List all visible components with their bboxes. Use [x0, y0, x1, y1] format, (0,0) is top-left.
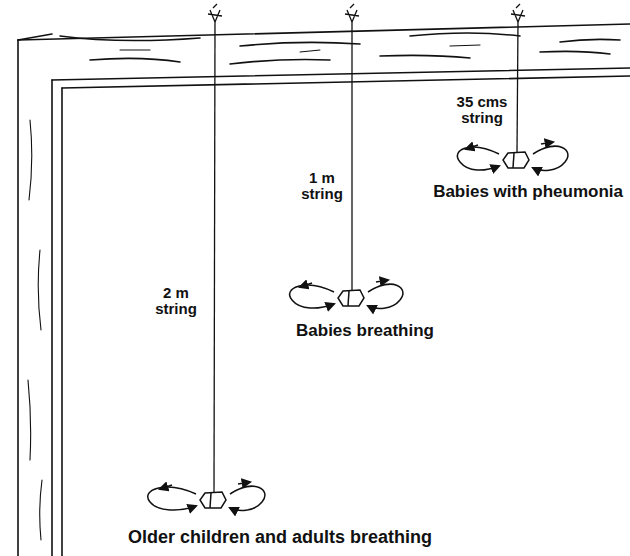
case-label: Babies breathing [270, 322, 460, 340]
string-length-label: 2 m string [150, 285, 202, 317]
case-label: Older children and adults breathing [70, 528, 490, 547]
string-length-label: 1 m string [298, 170, 346, 202]
wooden-beam [18, 24, 630, 88]
string-length-label: 35 cms string [452, 94, 512, 126]
case-label: Babies with pheumonia [405, 183, 623, 201]
weights [200, 152, 529, 508]
strings [214, 22, 518, 492]
string-knots [208, 4, 525, 22]
door-post [18, 40, 62, 556]
